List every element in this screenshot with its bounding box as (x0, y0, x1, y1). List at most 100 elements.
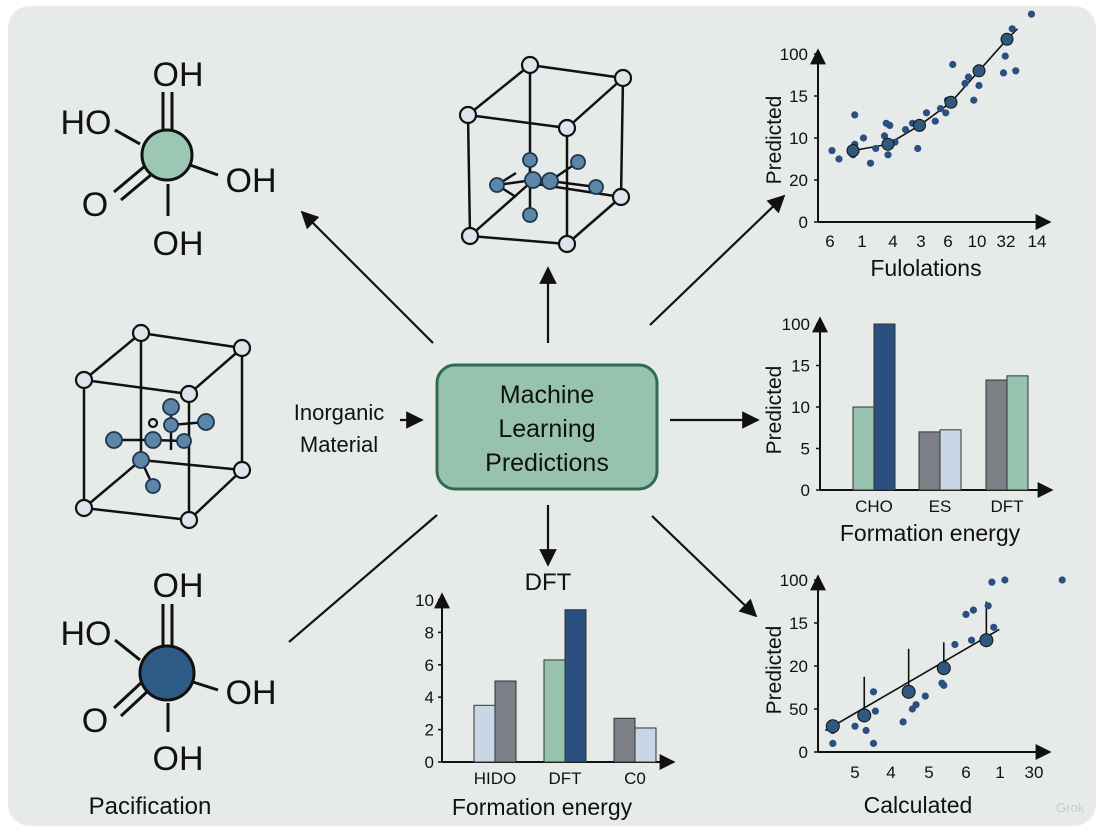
data-point (967, 636, 976, 644)
arrow-to-bottom-scatter (651, 515, 758, 618)
top-molecule: OH HO OH O OH (61, 56, 277, 263)
y-axis-label: Predicted (763, 366, 786, 455)
y-tick-label: 0 (801, 481, 810, 500)
bar (939, 429, 962, 491)
x-tick-label: HIDO (474, 769, 517, 788)
x-tick-label: 32 (997, 232, 1016, 251)
x-tick-label: 5 (924, 763, 933, 782)
data-point (1008, 25, 1016, 33)
bottom-molecule-ho-left: HO (61, 615, 112, 653)
y-tick-label: 0 (799, 213, 808, 232)
data-point-large (1000, 32, 1014, 46)
y-tick-label: 6 (425, 656, 434, 675)
watermark-text: Grok (1056, 800, 1085, 815)
bar (873, 323, 896, 491)
y-tick-label: 15 (791, 357, 810, 376)
x-tick-label: 6 (943, 232, 952, 251)
data-point (866, 159, 875, 167)
data-point-large (972, 64, 986, 78)
bar (613, 717, 636, 763)
top-molecule-ho-left: HO (61, 104, 112, 142)
y-tick-label: 15 (789, 87, 808, 106)
bar (852, 406, 875, 491)
data-point-large (857, 708, 872, 723)
data-point (912, 701, 920, 709)
x-axis-label: Fulolations (870, 255, 981, 281)
data-point (884, 151, 892, 159)
central-line-1: Machine (500, 381, 595, 409)
x-tick-label: 6 (961, 763, 970, 782)
data-point (899, 718, 907, 726)
x-axis-label: Formation energy (452, 794, 633, 820)
x-tick-label: CHO (855, 497, 893, 516)
data-point (951, 640, 959, 649)
data-point (901, 126, 910, 134)
y-tick-label: 20 (789, 171, 808, 190)
data-point (882, 119, 890, 127)
y-tick-label: 10 (415, 591, 434, 610)
x-tick-label: 5 (850, 763, 859, 782)
central-line-2: Learning (498, 415, 595, 443)
x-tick-label: 4 (886, 763, 895, 782)
data-point-large (901, 684, 916, 699)
x-tick-label: 3 (916, 232, 925, 251)
data-point (921, 692, 929, 700)
bar (494, 680, 517, 763)
y-tick-label: 100 (782, 315, 810, 334)
bar (1006, 375, 1029, 491)
data-point (1012, 67, 1020, 75)
data-point (869, 688, 878, 696)
data-point (871, 707, 879, 715)
data-point (851, 111, 859, 119)
x-tick-label: DFT (548, 769, 581, 788)
data-point (938, 679, 946, 687)
left-crystal (74, 323, 252, 530)
x-tick-label: ES (929, 497, 952, 516)
bar (473, 704, 496, 763)
top-molecule-oh-right: OH (226, 162, 277, 200)
y-tick-label: 5 (801, 440, 810, 459)
x-tick-label: DFT (990, 497, 1023, 516)
bottom-molecule-center-atom (138, 644, 196, 702)
data-point-large (825, 719, 840, 734)
bar (985, 379, 1008, 491)
y-tick-label: 8 (425, 623, 434, 642)
data-point (869, 739, 878, 748)
x-tick-label: C0 (624, 769, 646, 788)
dft-label: DFT (525, 569, 572, 596)
x-tick-label: 4 (888, 232, 897, 251)
data-point-large (944, 95, 958, 109)
data-point (872, 144, 880, 153)
top-molecule-o-double: O (82, 186, 108, 224)
data-point (988, 578, 996, 586)
data-point (964, 73, 973, 81)
x-axis-label: Calculated (864, 792, 973, 818)
data-point (851, 722, 859, 730)
y-tick-label: 10 (789, 129, 808, 148)
data-point-large (881, 137, 895, 151)
data-point (1001, 576, 1009, 584)
data-point (862, 726, 870, 735)
data-point (975, 81, 983, 90)
data-point (914, 144, 922, 153)
bottom-molecule-oh-top: OH (153, 567, 204, 605)
y-tick-label: 0 (799, 743, 808, 762)
bar (564, 609, 587, 763)
data-point (1001, 52, 1009, 60)
bottom-molecule-oh-right: OH (226, 674, 277, 712)
data-point (936, 105, 945, 113)
y-tick-label: 50 (789, 700, 808, 719)
y-tick-label: 20 (789, 657, 808, 676)
data-point (984, 602, 992, 610)
bottom-left-caption: Pacification (89, 793, 212, 820)
data-point (829, 739, 837, 748)
data-point (922, 109, 931, 117)
central-node: Machine Learning Predictions (435, 363, 659, 491)
x-tick-label: 1 (995, 763, 1004, 782)
bottom-molecule-o-double: O (82, 702, 108, 740)
x-tick-label: 14 (1028, 232, 1047, 251)
